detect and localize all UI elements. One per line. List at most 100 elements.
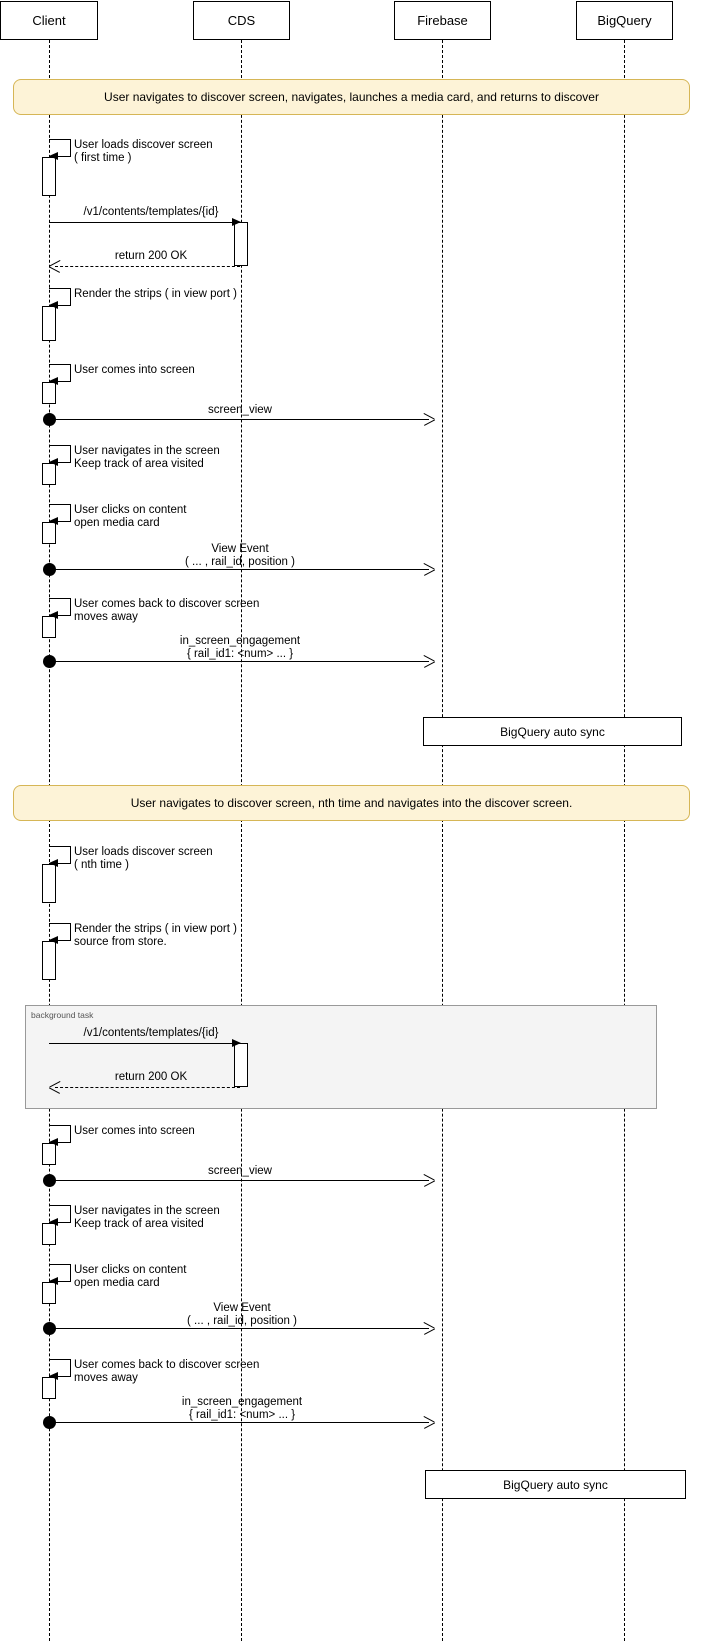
arrow-head-right-2 — [232, 1039, 241, 1047]
activation-bar-cds-1 — [234, 222, 248, 266]
message-label-self-1b: ( first time ) — [74, 152, 132, 164]
message-label-self-3: User comes into screen — [74, 364, 195, 376]
message-line-event-1 — [49, 419, 429, 420]
participant-cds[interactable]: CDS — [193, 1, 290, 40]
message-label-response-1: return 200 OK — [114, 250, 188, 262]
message-label-self-7b: ( nth time ) — [74, 859, 129, 871]
activation-bar-5 — [42, 522, 56, 544]
message-label-self-10b: Keep track of area visited — [74, 1218, 204, 1230]
arrow-head-open-right-1 — [424, 413, 435, 426]
message-label-self-2: Render the strips ( in view port ) — [74, 288, 237, 300]
message-label-self-7: User loads discover screen — [74, 846, 213, 858]
message-line-response-1 — [55, 266, 240, 267]
activation-bar-11 — [42, 1282, 56, 1304]
message-line-event-4 — [49, 1180, 429, 1181]
message-label-event-1: screen_view — [208, 404, 272, 416]
arrow-head-left-10 — [49, 1218, 58, 1226]
self-message-loop-1 — [49, 139, 71, 157]
fragment-background-task — [25, 1005, 657, 1109]
message-label-self-6b: moves away — [74, 611, 138, 623]
arrow-head-open-right-3 — [424, 655, 435, 668]
message-label-self-11: User clicks on content — [74, 1264, 187, 1276]
bigquery-auto-sync-label: BigQuery auto sync — [503, 1477, 608, 1492]
found-message-ball-4 — [43, 1174, 56, 1187]
arrow-head-open-left-1 — [49, 260, 60, 273]
message-label-self-12: User comes back to discover screen — [74, 1359, 260, 1371]
message-label-self-11b: open media card — [74, 1277, 160, 1289]
message-label-event-6: in_screen_engagement — [181, 1396, 303, 1408]
message-label-self-10: User navigates in the screen — [74, 1205, 220, 1217]
bigquery-auto-sync-label: BigQuery auto sync — [500, 724, 605, 739]
self-message-loop-10 — [49, 1205, 71, 1223]
arrow-head-left-12 — [49, 1372, 58, 1380]
participant-client[interactable]: Client — [0, 1, 98, 40]
found-message-ball-1 — [43, 413, 56, 426]
message-label-self-12b: moves away — [74, 1372, 138, 1384]
activation-bar-7 — [42, 864, 56, 903]
arrow-head-left-4 — [49, 458, 58, 466]
participant-bigquery[interactable]: BigQuery — [576, 1, 673, 40]
message-line-request-1 — [49, 222, 234, 223]
arrow-head-left-11 — [49, 1277, 58, 1285]
message-label-event-6b: { rail_id1: <num> ... } — [188, 1409, 296, 1421]
arrow-head-open-right-4 — [424, 1174, 435, 1187]
message-label-self-9: User comes into screen — [74, 1125, 195, 1137]
lifeline-cds — [241, 40, 242, 1641]
note-banner-2: User navigates to discover screen, nth t… — [13, 785, 690, 821]
activation-bar-9 — [42, 1143, 56, 1165]
arrow-head-left-8 — [49, 936, 58, 944]
arrow-head-left-9 — [49, 1138, 58, 1146]
arrow-head-open-right-6 — [424, 1416, 435, 1429]
arrow-head-right-1 — [232, 218, 241, 226]
self-message-loop-3 — [49, 364, 71, 382]
message-label-event-2: View Event — [211, 543, 269, 555]
arrow-head-left-6 — [49, 611, 58, 619]
message-label-self-8: Render the strips ( in view port ) — [74, 923, 237, 935]
message-label-event-2b: ( ... , rail_id, position ) — [185, 556, 295, 568]
self-message-loop-7 — [49, 846, 71, 864]
activation-bar-10 — [42, 1223, 56, 1245]
activation-bar-2 — [42, 306, 56, 341]
activation-bar-8 — [42, 941, 56, 980]
activation-bar-3 — [42, 382, 56, 404]
message-label-self-8b: source from store. — [74, 936, 167, 948]
message-line-event-3 — [49, 661, 429, 662]
arrow-head-left-5 — [49, 517, 58, 525]
lifeline-bigquery — [624, 40, 625, 1641]
message-label-self-1: User loads discover screen — [74, 139, 213, 151]
self-message-loop-9 — [49, 1125, 71, 1143]
participant-label: Client — [32, 13, 66, 28]
arrow-head-open-left-2 — [49, 1081, 60, 1094]
found-message-ball-2 — [43, 563, 56, 576]
participant-label: Firebase — [417, 13, 468, 28]
bigquery-auto-sync-box-1[interactable]: BigQuery auto sync — [423, 717, 682, 746]
arrow-head-open-right-2 — [424, 563, 435, 576]
self-message-loop-11 — [49, 1264, 71, 1282]
message-label-self-5b: open media card — [74, 517, 160, 529]
arrow-head-open-right-5 — [424, 1322, 435, 1335]
fragment-label-background-task: background task — [31, 1010, 94, 1020]
message-label-self-4b: Keep track of area visited — [74, 458, 204, 470]
bigquery-auto-sync-box-2[interactable]: BigQuery auto sync — [425, 1470, 686, 1499]
lifeline-client — [49, 40, 50, 1641]
message-label-event-3b: { rail_id1: <num> ... } — [186, 648, 294, 660]
message-line-event-6 — [49, 1422, 429, 1423]
note-text: User navigates to discover screen, nth t… — [130, 796, 573, 810]
activation-bar-1 — [42, 157, 56, 196]
note-text: User navigates to discover screen, navig… — [104, 90, 599, 104]
message-label-self-6: User comes back to discover screen — [74, 598, 260, 610]
message-line-request-2 — [49, 1043, 234, 1044]
message-label-self-5: User clicks on content — [74, 504, 187, 516]
participant-label: BigQuery — [597, 13, 652, 28]
message-label-event-3: in_screen_engagement — [179, 635, 301, 647]
found-message-ball-5 — [43, 1322, 56, 1335]
participant-label: CDS — [227, 13, 256, 28]
arrow-head-left-1 — [49, 152, 58, 160]
arrow-head-left-7 — [49, 859, 58, 867]
message-label-self-4: User navigates in the screen — [74, 445, 220, 457]
message-line-event-5 — [49, 1328, 429, 1329]
message-line-response-2 — [55, 1087, 240, 1088]
participant-firebase[interactable]: Firebase — [394, 1, 491, 40]
found-message-ball-3 — [43, 655, 56, 668]
